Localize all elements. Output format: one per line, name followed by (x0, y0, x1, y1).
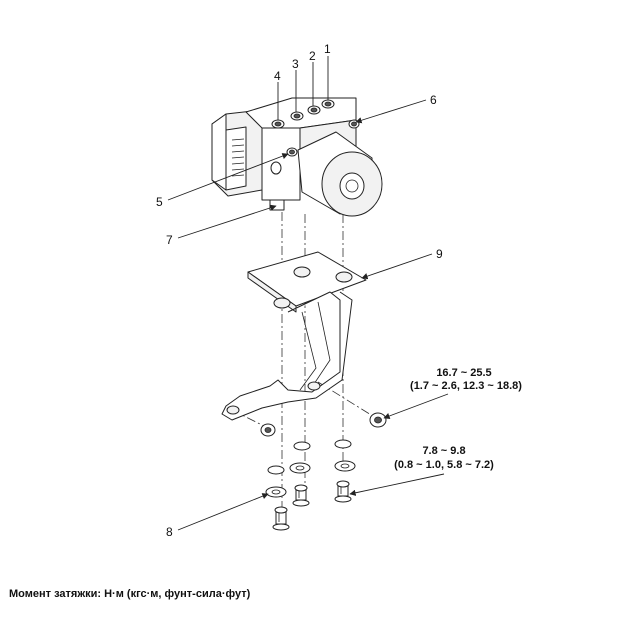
bolt-center (292, 484, 310, 507)
callout-9: 9 (436, 247, 443, 261)
torque-spec-bolt-alt: (0.8 ~ 1.0, 5.8 ~ 7.2) (394, 459, 494, 471)
grommet-stack-center (289, 441, 311, 474)
callout-5: 5 (156, 195, 163, 209)
callout-1: 1 (324, 42, 331, 56)
torque-spec-nut-alt: (1.7 ~ 2.6, 12.3 ~ 18.8) (410, 380, 522, 392)
torque-spec-nut: 16.7 ~ 25.5 (1.7 ~ 2.6, 12.3 ~ 18.8) (410, 367, 522, 392)
callout-2: 2 (309, 49, 316, 63)
grommet-stack-right (334, 439, 356, 472)
callout-6: 6 (430, 93, 437, 107)
bolt-left (272, 506, 290, 531)
leader-lines (167, 56, 449, 531)
torque-spec-bolt: 7.8 ~ 9.8 (0.8 ~ 1.0, 5.8 ~ 7.2) (394, 445, 494, 471)
pump-motor (297, 131, 383, 217)
mounting-bracket (221, 251, 367, 421)
ecu-connector-pins (231, 138, 245, 177)
grommet-stack-left (265, 465, 287, 498)
callout-3: 3 (292, 57, 299, 71)
brake-line-ports (270, 99, 360, 175)
bolt-right (334, 480, 352, 503)
callout-4: 4 (274, 69, 281, 83)
torque-spec-bolt-nm: 7.8 ~ 9.8 (422, 445, 465, 457)
hecu-module (211, 97, 383, 217)
callout-7: 7 (166, 233, 173, 247)
bracket-nut-right (369, 412, 387, 428)
torque-spec-nut-nm: 16.7 ~ 25.5 (436, 367, 491, 379)
callout-8: 8 (166, 525, 173, 539)
torque-units-caption: Момент затяжки: Н·м (кгс·м, фунт-сила·фу… (9, 588, 251, 600)
bracket-nut-left (260, 423, 276, 437)
